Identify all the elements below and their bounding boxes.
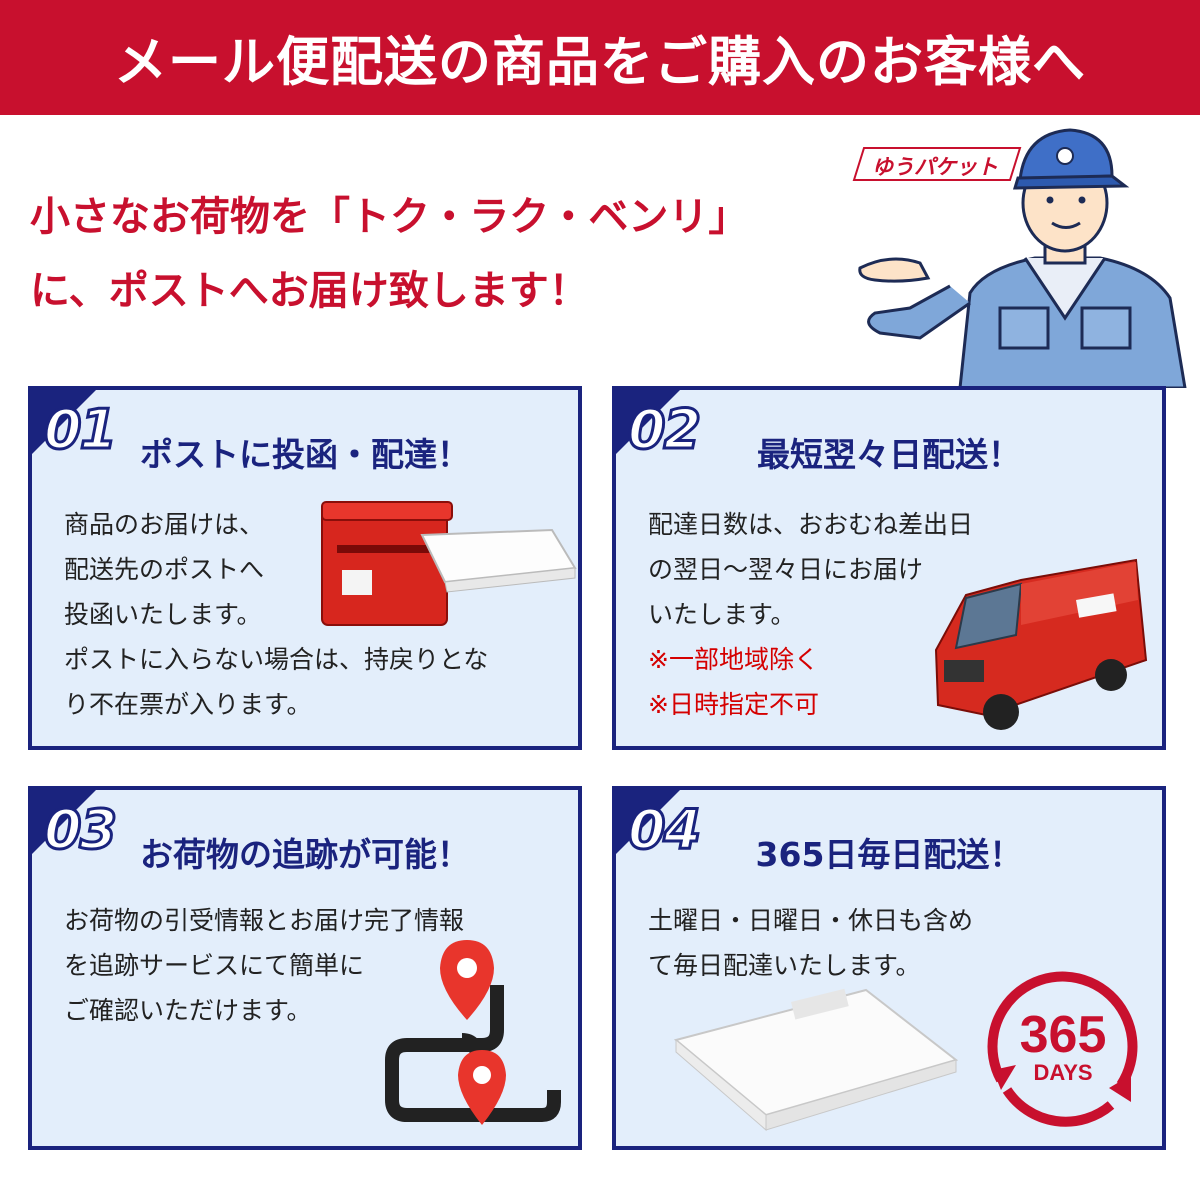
card-title: 365日毎日配送！ xyxy=(755,835,1023,874)
card-line: 投函いたします。 xyxy=(64,600,262,629)
yu-packet-logo: ゆうパケット xyxy=(852,147,1022,181)
package-icon xyxy=(673,988,959,1132)
card-line: の翌日〜翌々日にお届け xyxy=(648,555,924,584)
card-corner xyxy=(32,790,96,854)
card-title: ポストに投函・配達！ xyxy=(140,435,470,474)
card-line: ご確認いただけます。 xyxy=(64,996,312,1025)
card-body: お荷物の引受情報とお届け完了情報 を追跡サービスにて簡単に ご確認いただけます。 xyxy=(64,898,464,1033)
headline-line-2: に、ポストへお届け致します！ xyxy=(30,268,589,314)
card-line: り不在票が入ります。 xyxy=(64,690,312,719)
mailbox-icon xyxy=(321,501,577,626)
card-line: を追跡サービスにて簡単に xyxy=(64,951,365,980)
feature-card-02: 02 最短翌々日配送！ 配達日数は、おおむね差出日 の翌日〜翌々日にお届け いた… xyxy=(612,386,1166,750)
badge-unit: DAYS xyxy=(1033,1060,1092,1085)
delivery-van-icon xyxy=(934,558,1148,730)
card-number: 01 xyxy=(42,398,118,461)
card-body: 配達日数は、おおむね差出日 の翌日〜翌々日にお届け いたします。 ※一部地域除く… xyxy=(648,502,973,727)
card-line: 配送先のポストへ xyxy=(64,555,265,584)
service-label: ゆうパケット xyxy=(872,156,998,179)
headline: 小さなお荷物を「トク・ラク・ベンリ」 に、ポストへお届け致します！ xyxy=(30,180,748,328)
tracking-route-icon xyxy=(385,940,561,1125)
card-corner xyxy=(616,790,680,854)
card-title: お荷物の追跡が可能！ xyxy=(140,835,470,874)
card-note: ※一部地域除く xyxy=(648,645,819,674)
card-line: お荷物の引受情報とお届け完了情報 xyxy=(64,906,465,935)
card-number: 02 xyxy=(626,398,702,461)
card-number: 04 xyxy=(626,798,702,861)
card-body: 商品のお届けは、 配送先のポストへ 投函いたします。 ポストに入らない場合は、持… xyxy=(64,502,488,727)
card-title: 最短翌々日配送！ xyxy=(757,435,1021,474)
card-line: 土曜日・日曜日・休日も含め xyxy=(648,906,974,935)
top-banner: メール便配送の商品をご購入のお客様へ xyxy=(0,0,1200,115)
feature-card-04: 04 365日毎日配送！ 土曜日・日曜日・休日も含め て毎日配達いたします。 3… xyxy=(612,786,1166,1150)
card-number: 03 xyxy=(42,798,118,861)
card-line: ポストに入らない場合は、持戻りとな xyxy=(64,645,489,674)
feature-card-03: 03 お荷物の追跡が可能！ お荷物の引受情報とお届け完了情報 を追跡サービスにて… xyxy=(28,786,582,1150)
365-days-badge: 365 DAYS xyxy=(987,971,1138,1127)
card-line: 商品のお届けは、 xyxy=(64,510,265,539)
card-line: 配達日数は、おおむね差出日 xyxy=(648,510,974,539)
card-line: て毎日配達いたします。 xyxy=(648,951,921,980)
feature-card-01: 01 ポストに投函・配達！ 商品のお届けは、 配送先のポストへ 投函いたします。… xyxy=(28,386,582,750)
card-body: 土曜日・日曜日・休日も含め て毎日配達いたします。 xyxy=(648,898,973,988)
card-corner xyxy=(616,390,680,454)
badge-number: 365 xyxy=(1020,1006,1107,1064)
card-corner xyxy=(32,390,96,454)
banner-title: メール便配送の商品をご購入のお客様へ xyxy=(114,31,1086,93)
card-line: いたします。 xyxy=(648,600,796,629)
delivery-worker-illustration: ゆうパケット xyxy=(852,128,1187,388)
headline-line-1: 小さなお荷物を「トク・ラク・ベンリ」 xyxy=(30,194,749,240)
card-note: ※日時指定不可 xyxy=(648,690,819,719)
